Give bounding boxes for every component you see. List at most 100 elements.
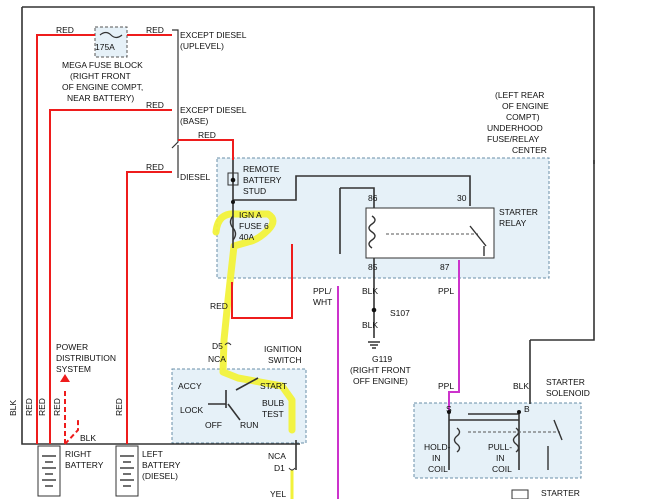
label-except-diesel-base-1: EXCEPT DIESEL [180, 105, 247, 115]
label-relay-85: 85 [368, 262, 378, 272]
relay-switch-icon [469, 225, 487, 256]
label-blk-1: BLK [362, 286, 378, 296]
label-red-d5: RED [210, 301, 228, 311]
label-b-term: B [524, 404, 530, 414]
label-starter-bottom: STARTER [541, 488, 580, 498]
label-bulb-1: BULB [262, 398, 285, 408]
label-accy: ACCY [178, 381, 202, 391]
label-nca-bottom: NCA [268, 451, 286, 461]
label-relay-30: 30 [457, 193, 467, 203]
label-pull-3: COIL [492, 464, 512, 474]
label-g119-3: OFF ENGINE) [353, 376, 408, 386]
label-diesel: DIESEL [180, 172, 211, 182]
connection-dots [230, 177, 521, 414]
remote-battery-stud-icon [227, 172, 239, 186]
label-red-top-a: RED [56, 25, 74, 35]
label-bulb-2: TEST [262, 409, 284, 419]
black-wires [21, 6, 595, 470]
label-red-stud: RED [198, 130, 216, 140]
label-ign-switch-1: IGNITION [264, 344, 302, 354]
label-ufrc-4: UNDERHOOD [487, 123, 543, 133]
label-fuse6-1: IGN A [239, 210, 262, 220]
label-red-diesel: RED [146, 162, 164, 172]
starter-solenoid-box [413, 402, 582, 479]
label-hold-1: HOLD- [424, 442, 451, 452]
label-left-battery-3: (DIESEL) [142, 471, 178, 481]
label-except-diesel-uplevel-2: (UPLEVEL) [180, 41, 224, 51]
label-off: OFF [205, 420, 222, 430]
label-mega-fuse-2: (RIGHT FRONT [70, 71, 131, 81]
label-ppl-sol: PPL [438, 381, 454, 391]
label-fuse-amp: 175A [95, 42, 115, 52]
label-right-battery-2: BATTERY [65, 460, 104, 470]
label-hold-2: IN [432, 453, 441, 463]
label-ppl-relay: PPL [438, 286, 454, 296]
label-yel: YEL [270, 489, 286, 499]
red-wires [36, 34, 293, 444]
label-g119-2: (RIGHT FRONT [350, 365, 411, 375]
label-blk-2: BLK [362, 320, 378, 330]
starter-relay-box [365, 207, 495, 259]
label-fuse6-3: 40A [239, 232, 254, 242]
label-mega-fuse-4: NEAR BATTERY) [67, 93, 134, 103]
label-g119-1: G119 [372, 354, 392, 364]
label-d1: D1 [274, 463, 285, 473]
label-ufrc-2: OF ENGINE [502, 101, 549, 111]
purple-wires [337, 260, 460, 499]
right-battery-icon [37, 445, 61, 497]
label-power-dist-1: POWER [56, 342, 88, 352]
label-blk-left: BLK [8, 400, 18, 416]
mega-fuse-block-box [94, 26, 128, 58]
highlight-trace [212, 210, 296, 434]
label-stud-1: REMOTE [243, 164, 280, 174]
label-power-dist-2: DISTRIBUTION [56, 353, 116, 363]
labels: RED RED 175A EXCEPT DIESEL (UPLEVEL) MEG… [8, 25, 590, 499]
label-except-diesel-uplevel-1: EXCEPT DIESEL [180, 30, 247, 40]
label-ufrc-5: FUSE/RELAY [487, 134, 540, 144]
connector-d5-icon [224, 342, 232, 346]
label-red-v2: RED [37, 398, 47, 416]
label-red-base: RED [146, 100, 164, 110]
label-starter-sol-2: SOLENOID [546, 388, 590, 398]
fuse-6-icon [229, 215, 237, 241]
label-red-v1: RED [24, 398, 34, 416]
label-left-battery-1: LEFT [142, 449, 163, 459]
label-ufrc-3: COMPT) [506, 112, 540, 122]
option-brackets [171, 29, 179, 178]
label-except-diesel-base-2: (BASE) [180, 116, 209, 126]
label-nca-top: NCA [208, 354, 226, 364]
label-ufrc-6: CENTER [512, 145, 547, 155]
label-relay-86: 86 [368, 193, 378, 203]
dashed-red-branch [64, 418, 79, 445]
label-hold-3: COIL [428, 464, 448, 474]
label-ppl-wht-2: WHT [313, 297, 332, 307]
connector-d1-icon [288, 467, 296, 471]
label-ufrc-1: (LEFT REAR [495, 90, 544, 100]
label-relay-87: 87 [440, 262, 450, 272]
label-red-v4: RED [114, 398, 124, 416]
label-ign-switch-2: SWITCH [268, 355, 302, 365]
label-blk-sol: BLK [513, 381, 529, 391]
label-mega-fuse-3: OF ENGINE COMPT, [62, 82, 143, 92]
label-starter-sol-1: STARTER [546, 377, 585, 387]
label-blk-bottom: BLK [80, 433, 96, 443]
label-right-battery-1: RIGHT [65, 449, 91, 459]
label-run: RUN [240, 420, 258, 430]
starter-motor-icon [511, 489, 529, 499]
label-s107: S107 [390, 308, 410, 318]
relay-coil-icon [368, 215, 376, 249]
label-lock: LOCK [180, 405, 203, 415]
solenoid-switch-icon [547, 419, 563, 470]
label-red-top-b: RED [146, 25, 164, 35]
power-arrow-icon [60, 374, 70, 382]
label-pull-1: PULL- [488, 442, 512, 452]
label-ppl-wht-1: PPL/ [313, 286, 332, 296]
mega-fuse-icon [99, 31, 123, 39]
label-mega-fuse-1: MEGA FUSE BLOCK [62, 60, 143, 70]
label-power-dist-3: SYSTEM [56, 364, 91, 374]
label-starter-relay-2: RELAY [499, 218, 527, 228]
label-stud-2: BATTERY [243, 175, 282, 185]
label-stud-3: STUD [243, 186, 266, 196]
label-s-term: S [446, 404, 452, 414]
